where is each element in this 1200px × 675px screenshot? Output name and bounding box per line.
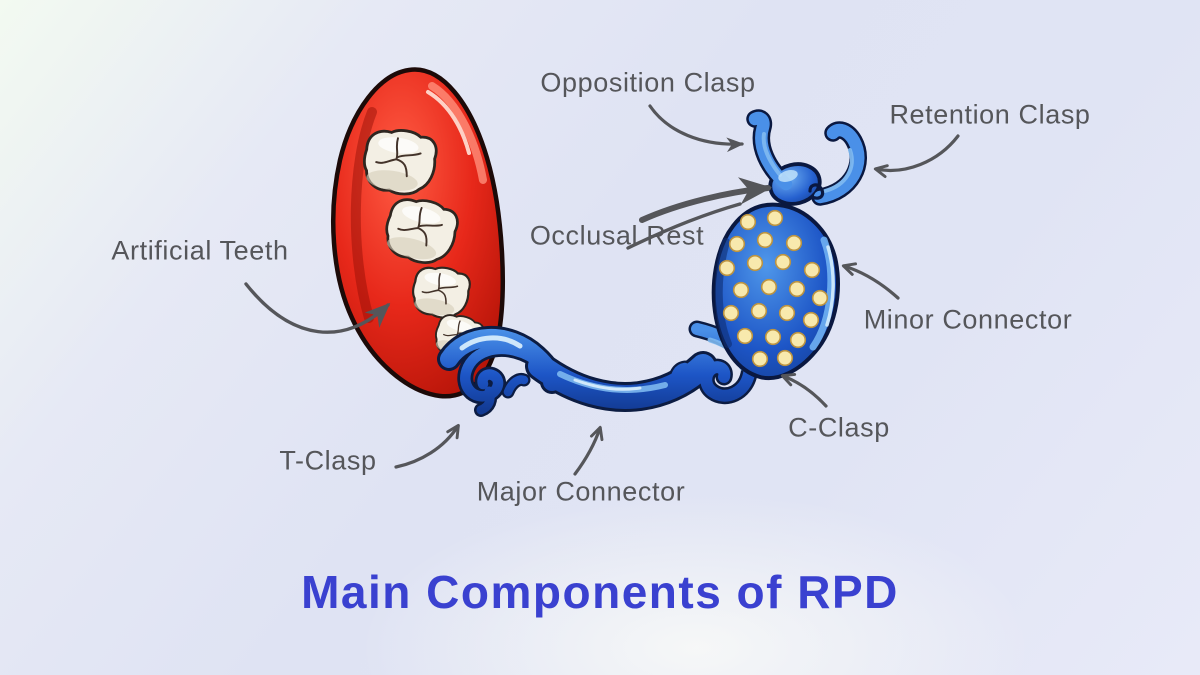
arrow-c-clasp [780, 373, 828, 408]
arrow-opposition-clasp [648, 104, 745, 153]
label-minor-connector: Minor Connector [863, 304, 1073, 335]
arrow-major-connector [573, 425, 604, 476]
label-c-clasp: C-Clasp [788, 412, 890, 443]
saddle-dots [718, 209, 829, 368]
arrow-retention-clasp [873, 134, 960, 178]
minor-connector-illustration [711, 202, 840, 381]
arrow-occlusal-rest-tail [626, 202, 742, 250]
arrow-t-clasp [394, 423, 460, 469]
retention-clasp-arm [813, 123, 865, 204]
diagram-title: Main Components of RPD [301, 566, 899, 618]
arrow-occlusal-rest [639, 177, 773, 223]
label-occlusal-rest: Occlusal Rest [529, 220, 705, 251]
annotation-arrows [244, 104, 960, 476]
label-opposition-clasp: Opposition Clasp [540, 67, 756, 98]
arrow-artificial-teeth [244, 282, 391, 334]
opposition-clasp-arm [748, 111, 793, 191]
label-artificial-teeth: Artificial Teeth [111, 235, 289, 266]
clasp-assembly [746, 109, 867, 206]
major-connector-illustration [437, 320, 758, 417]
label-t-clasp: T-Clasp [279, 445, 377, 476]
arrow-minor-connector [841, 262, 900, 300]
label-retention-clasp: Retention Clasp [889, 99, 1091, 130]
label-major-connector: Major Connector [476, 476, 686, 507]
